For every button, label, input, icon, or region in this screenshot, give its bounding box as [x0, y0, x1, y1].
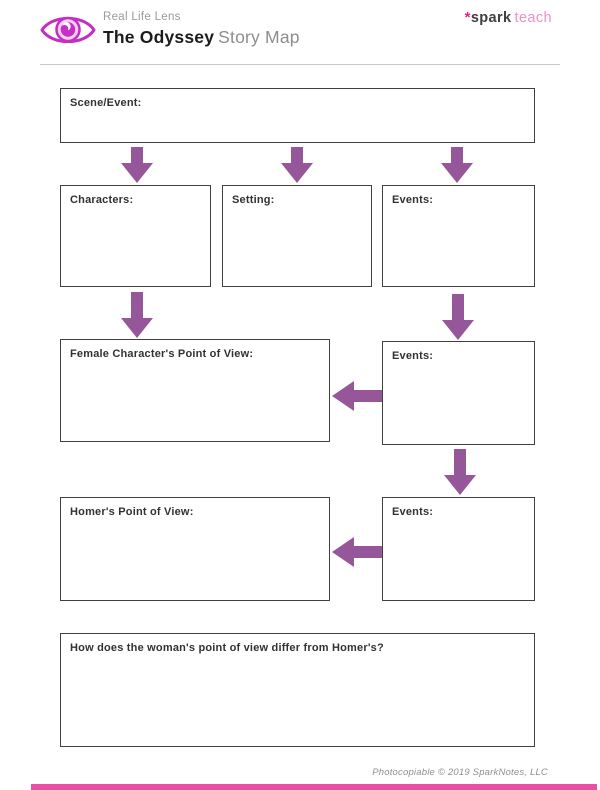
header-divider: [40, 64, 560, 65]
sparkteach-spark: spark: [470, 10, 512, 26]
title-book-name: The Odyssey: [103, 27, 215, 47]
copyright-notice: Photocopiable © 2019 SparkNotes, LLC: [372, 767, 548, 778]
box-homer-pov-label: Homer's Point of View:: [70, 506, 194, 518]
box-female-pov: Female Character's Point of View:: [60, 339, 330, 442]
sparkteach-teach: teach: [514, 10, 552, 26]
box-events-top: Events:: [382, 185, 535, 287]
arrow-down-scene-to-events-icon: [441, 147, 473, 183]
box-events-mid-label: Events:: [392, 350, 434, 362]
box-female-pov-label: Female Character's Point of View:: [70, 348, 254, 360]
box-characters-label: Characters:: [70, 194, 134, 206]
brand-line: Real Life Lens: [103, 11, 181, 23]
box-events-bottom: Events:: [382, 497, 535, 601]
arrow-left-events-to-female-pov-icon: [332, 381, 382, 411]
arrow-down-scene-to-characters-icon: [121, 147, 153, 183]
sparkteach-asterisk: *: [464, 9, 471, 26]
arrow-down-events-mid-to-events-bottom-icon: [444, 449, 476, 495]
box-homer-pov: Homer's Point of View:: [60, 497, 330, 601]
box-setting: Setting:: [222, 185, 372, 287]
footer-accent-bar: [31, 784, 597, 790]
box-events-mid: Events:: [382, 341, 535, 445]
arrow-down-scene-to-setting-icon: [281, 147, 313, 183]
box-scene-event-label: Scene/Event:: [70, 97, 142, 109]
box-question-label: How does the woman's point of view diffe…: [70, 642, 384, 654]
arrow-down-events-to-events-mid-icon: [442, 294, 474, 340]
box-question: How does the woman's point of view diffe…: [60, 633, 535, 747]
box-setting-label: Setting:: [232, 194, 275, 206]
box-events-top-label: Events:: [392, 194, 434, 206]
box-events-bottom-label: Events:: [392, 506, 434, 518]
arrow-down-characters-to-female-pov-icon: [121, 292, 153, 338]
box-characters: Characters:: [60, 185, 211, 287]
arrow-left-events-to-homer-pov-icon: [332, 537, 382, 567]
title-suffix: Story Map: [218, 27, 300, 47]
box-scene-event: Scene/Event:: [60, 88, 535, 143]
eye-icon: [40, 16, 96, 43]
